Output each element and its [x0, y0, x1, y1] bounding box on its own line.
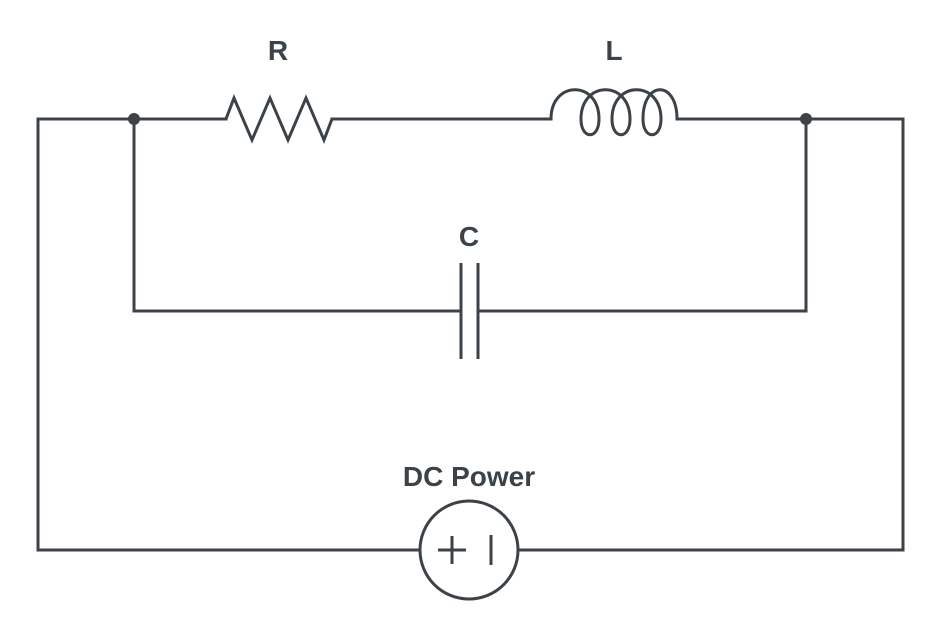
inductor-label: L [605, 35, 622, 66]
inductor-symbol [549, 88, 679, 137]
dc-source-label: DC Power [403, 461, 535, 492]
junction-node-right [800, 113, 812, 125]
dc-source-circle [418, 499, 520, 601]
resistor-symbol [224, 94, 334, 144]
capacitor-label: C [459, 221, 479, 252]
dc-source-plus-sign [438, 536, 466, 564]
wire-cap-branch-left [132, 117, 463, 313]
resistor-label: R [268, 35, 288, 66]
junction-node-left [128, 113, 140, 125]
wire-cap-branch-right [476, 117, 808, 313]
